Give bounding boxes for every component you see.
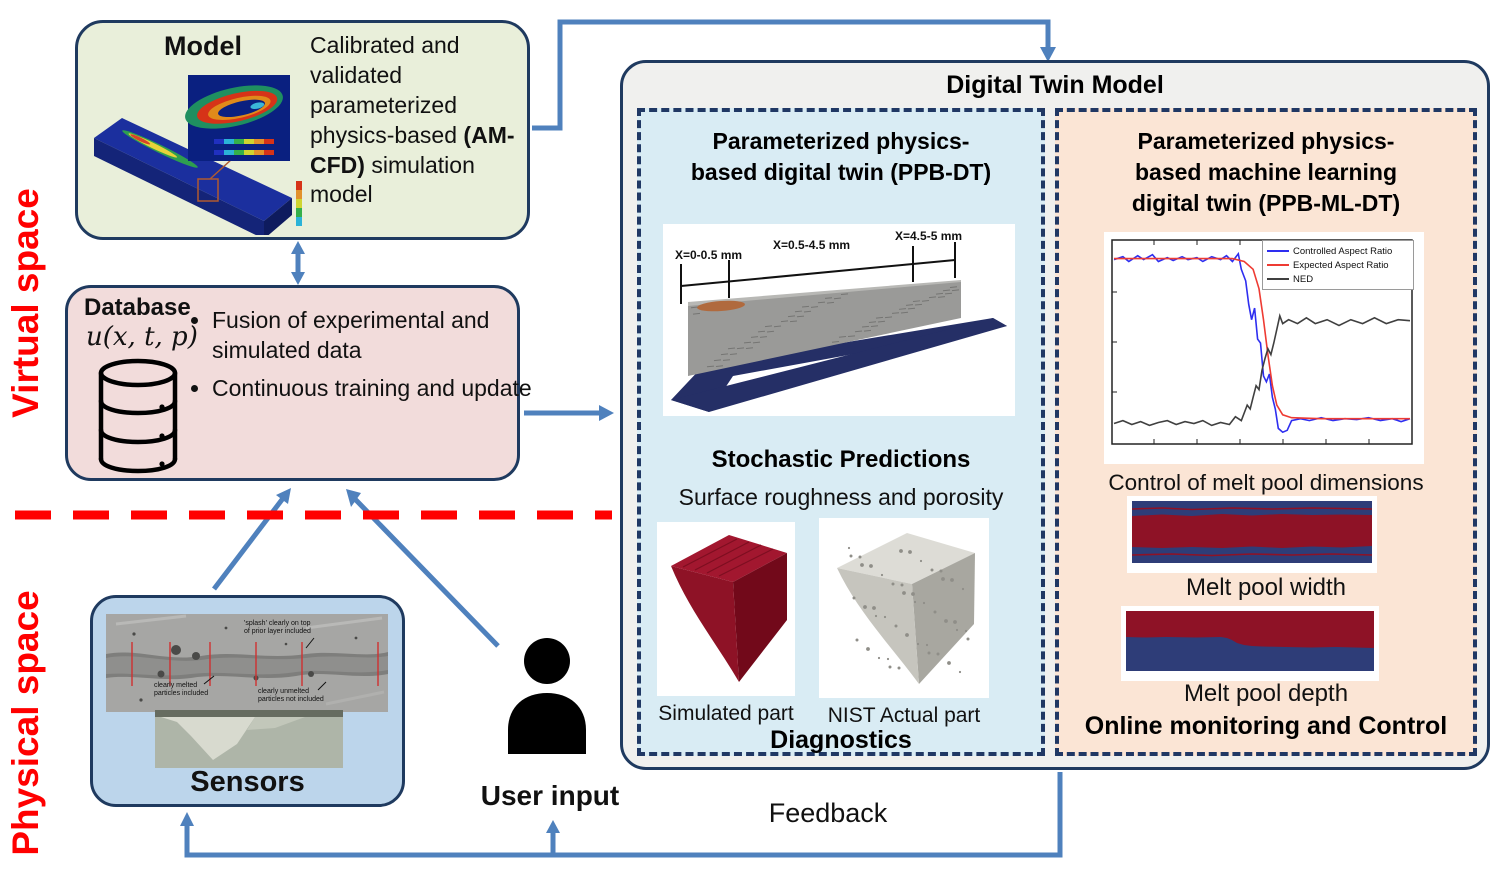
feedback-loop-line [184, 772, 1063, 858]
database-icon [98, 358, 178, 474]
meltpool-crosssection-photo [155, 710, 343, 768]
model-box: Model [75, 20, 530, 240]
nist-actual-part-image [819, 518, 989, 698]
database-bullet-training: Continuous training and update [212, 374, 542, 404]
wall-dim-label-mid: X=0.5-4.5 mm [773, 238, 851, 252]
annotation-splash: 'splash' clearly on top of prior layer i… [244, 620, 311, 636]
database-box: Database u(x, t, p) Fusion of experiment… [65, 285, 532, 481]
sensors-title: Sensors [190, 766, 305, 798]
stochastic-predictions-title: Stochastic Predictions [711, 446, 971, 473]
legend-swatch-ned [1267, 277, 1289, 281]
legend-swatch-expected [1267, 263, 1289, 267]
database-bullet-fusion: Fusion of experimental and simulated dat… [212, 306, 542, 366]
sensors-box: 'splash' clearly on top of prior layer i… [90, 595, 405, 807]
database-formula: u(x, t, p) [86, 322, 198, 352]
model-box-title: Model [164, 31, 242, 61]
virtual-space-label: Virtual space [5, 188, 46, 418]
melt-pool-depth-label: Melt pool depth [1183, 680, 1349, 707]
legend-entry-controlled: Controlled Aspect Ratio [1267, 244, 1409, 258]
legend-label-expected: Expected Aspect Ratio [1293, 259, 1389, 271]
legend-entry-ned: NED [1267, 272, 1409, 286]
feedback-label: Feedback [768, 798, 888, 828]
wall-dim-label-left: X=0-0.5 mm [675, 248, 743, 262]
online-monitoring-title: Online monitoring and Control [1084, 712, 1448, 740]
cfd-simulation-image [94, 75, 302, 235]
legend-label-controlled: Controlled Aspect Ratio [1293, 245, 1393, 257]
chart-legend: Controlled Aspect Ratio Expected Aspect … [1262, 240, 1414, 290]
diagnostics-title: Diagnostics [770, 726, 912, 754]
legend-entry-expected: Expected Aspect Ratio [1267, 258, 1409, 272]
printed-wall-image: X=0-0.5 mm X=0.5-4.5 mm X=4.5-5 mm [663, 224, 1015, 416]
chart-caption: Control of melt pool dimensions [1108, 470, 1424, 495]
ppb-dt-title: Parameterized physics- based digital twi… [690, 128, 992, 186]
annotation-melted: clearly melted particles included [154, 682, 209, 698]
ppb-ml-dt-title: Parameterized physics- based machine lea… [1131, 128, 1401, 217]
ppb-dt-panel: Parameterized physics- based digital twi… [637, 108, 1045, 756]
legend-label-ned: NED [1293, 273, 1314, 285]
user-person-icon [508, 638, 586, 754]
annotation-unmelted: clearly unmelted particles not included [258, 688, 324, 704]
database-title: Database [84, 294, 191, 321]
digital-twin-box: Digital Twin Model Parameterized physics… [620, 60, 1490, 770]
ppb-ml-dt-panel: Parameterized physics- based machine lea… [1055, 108, 1477, 756]
userinput-to-database-arrow-line [352, 496, 500, 648]
digital-twin-title: Digital Twin Model [946, 71, 1164, 99]
model-to-digitaltwin-arrow-line [532, 19, 1051, 131]
arrowheads [180, 47, 1056, 833]
physical-space-label: Physical space [5, 590, 46, 856]
database-bullet-list: Fusion of experimental and simulated dat… [186, 306, 542, 412]
stochastic-predictions-subtitle: Surface roughness and porosity [678, 484, 1004, 510]
melt-pool-width-label: Melt pool width [1185, 574, 1347, 601]
melt-track-micrograph: 'splash' clearly on top of prior layer i… [106, 614, 388, 712]
aspect-ratio-chart: Controlled Aspect Ratio Expected Aspect … [1104, 232, 1424, 464]
simulated-part-label: Simulated part [658, 702, 794, 725]
user-input-label: User input [480, 780, 620, 811]
simulated-part-image [657, 522, 795, 696]
inset-colorbars [214, 139, 274, 155]
melt-pool-depth-image [1121, 606, 1379, 681]
wall-dim-label-right: X=4.5-5 mm [895, 229, 963, 243]
model-desc-amcfd: (AM-CFD) [310, 121, 515, 178]
nist-part-label: NIST Actual part [827, 704, 981, 727]
side-colorbar [296, 181, 302, 226]
model-description: Calibrated and validated parameterized p… [310, 31, 522, 210]
legend-swatch-controlled [1267, 249, 1289, 253]
model-desc-tail: simulation model [310, 151, 475, 208]
model-desc-text: Calibrated and validated parameterized p… [310, 32, 464, 148]
melt-pool-width-image [1127, 496, 1377, 573]
